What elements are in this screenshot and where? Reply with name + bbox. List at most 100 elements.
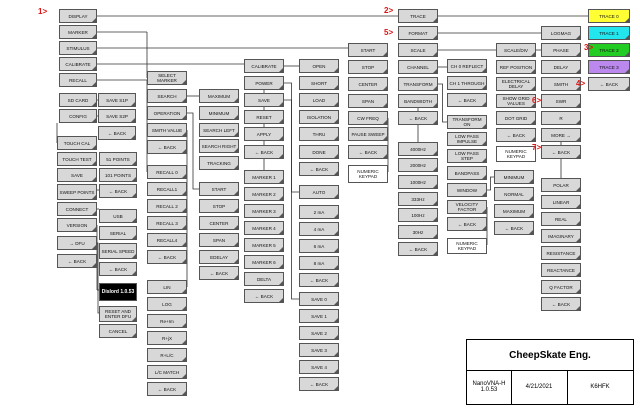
logmag-button[interactable]: LOGMAG [541, 26, 581, 40]
r-lc-button[interactable]: R+L/C [147, 348, 187, 362]
select-marker-button[interactable]: SELECT MARKER [147, 71, 187, 85]
dot-grid-button[interactable]: DOT GRID [496, 111, 536, 125]
start-op-button[interactable]: START [199, 182, 239, 196]
ref-position-button[interactable]: REF POSITION [496, 60, 536, 74]
cw-freq-button[interactable]: CW FREQ [348, 111, 388, 125]
delay-button[interactable]: DELAY [541, 60, 581, 74]
cancel-button[interactable]: CANCEL [99, 324, 137, 338]
version-button[interactable]: VERSION [57, 218, 97, 232]
search-button[interactable]: SEARCH [147, 89, 187, 103]
lc-match-button[interactable]: L/C MATCH [147, 365, 187, 379]
stop-button[interactable]: STOP [348, 60, 388, 74]
back-stim-button[interactable]: ← BACK [348, 145, 388, 159]
version-badge-button[interactable]: Dislord 1.0.53 [99, 283, 137, 301]
back-ch-button[interactable]: ← BACK [447, 93, 487, 107]
fmt-r-button[interactable]: R [541, 111, 581, 125]
ma2-button[interactable]: 2 mA [299, 205, 339, 219]
auto-button[interactable]: AUTO [299, 185, 339, 199]
back-marker-button[interactable]: ← BACK [147, 140, 187, 154]
re-im-button[interactable]: Re+Im [147, 314, 187, 328]
bw100-button[interactable]: 100Hz [398, 208, 438, 222]
more-button[interactable]: MORE → [541, 128, 581, 142]
win-norm-button[interactable]: NORMAL [494, 187, 534, 201]
real-button[interactable]: REAL [541, 212, 581, 226]
display-button[interactable]: DISPLAY [59, 9, 97, 23]
save4-button[interactable]: SAVE 4 [299, 360, 339, 374]
channel-button[interactable]: CHANNEL [398, 60, 438, 74]
ch1-through-button[interactable]: CH 1 THROUGH [447, 76, 487, 90]
back-save-button[interactable]: ← BACK [299, 377, 339, 391]
polar-button[interactable]: POLAR [541, 178, 581, 192]
center-op-button[interactable]: CENTER [199, 216, 239, 230]
smith-value-button[interactable]: SMITH VALUE [147, 123, 187, 137]
imaginary-button[interactable]: IMAGINARY [541, 229, 581, 243]
sd-card-button[interactable]: SD CARD [59, 93, 97, 107]
back-pwr-button[interactable]: ← BACK [299, 273, 339, 287]
connect-button[interactable]: CONNECT [57, 202, 97, 216]
points-101-button[interactable]: 101 POINTS [99, 168, 137, 182]
back-cal-button[interactable]: ← BACK [244, 145, 284, 159]
bw1000-button[interactable]: 1000Hz [398, 175, 438, 189]
calibrate-main-button[interactable]: CALIBRATE [59, 57, 97, 71]
show-grid-values-button[interactable]: SHOW GRID VALUES [496, 94, 536, 108]
back-pts-button[interactable]: ← BACK [99, 184, 137, 198]
back-cfg-button[interactable]: ← BACK [57, 254, 97, 268]
config-button[interactable]: CONFIG [59, 109, 97, 123]
marker4-button[interactable]: MARKER 4 [244, 221, 284, 235]
back-more-button[interactable]: ← BACK [541, 297, 581, 311]
scale-div-button[interactable]: SCALE/DIV [496, 43, 536, 57]
reset-dfu-button[interactable]: RESET AND ENTER DFU [99, 306, 137, 322]
format-button[interactable]: FORMAT [398, 26, 438, 40]
pause-sweep-button[interactable]: PAUSE SWEEP [348, 127, 388, 141]
win-max-button[interactable]: MAXIMUM [494, 204, 534, 218]
maximum-button[interactable]: MAXIMUM [199, 89, 239, 103]
start-button[interactable]: START [348, 43, 388, 57]
back-tr-button[interactable]: ← BACK [447, 217, 487, 231]
tracking-button[interactable]: TRACKING [199, 156, 239, 170]
back-calstd-button[interactable]: ← BACK [299, 162, 339, 176]
touch-test-button[interactable]: TOUCH TEST [57, 152, 97, 166]
back-disp-button[interactable]: ← BACK [398, 111, 438, 125]
ch0-reflect-button[interactable]: CH 0 REFLECT [447, 59, 487, 73]
serial-button[interactable]: SERIAL [99, 226, 137, 240]
transform-button[interactable]: TRANSFORM [398, 77, 438, 91]
bandwidth-button[interactable]: BANDWIDTH [398, 94, 438, 108]
bw2000-button[interactable]: 2000Hz [398, 158, 438, 172]
back-op-button[interactable]: ← BACK [199, 266, 239, 280]
touch-cal-button[interactable]: TOUCH CAL [57, 136, 97, 150]
save-cal-button[interactable]: SAVE [244, 93, 284, 107]
sweep-points-button[interactable]: SWEEP POINTS [57, 184, 97, 200]
numeric-keypad-stim-button[interactable]: NUMERIC KEYPAD [348, 165, 388, 183]
isolation-button[interactable]: ISOLATION [299, 110, 339, 124]
lin-button[interactable]: LIN [147, 280, 187, 294]
back-win-button[interactable]: ← BACK [494, 221, 534, 235]
r-jx-button[interactable]: R+jX [147, 331, 187, 345]
calibrate-button[interactable]: CALIBRATE [244, 59, 284, 73]
usb-button[interactable]: USB [99, 209, 137, 223]
log-button[interactable]: LOG [147, 297, 187, 311]
power-button[interactable]: POWER [244, 76, 284, 90]
save-s2p-button[interactable]: SAVE S2P [98, 109, 136, 123]
marker-button[interactable]: MARKER [59, 25, 97, 39]
stimulus-button[interactable]: STIMULUS [59, 41, 97, 55]
q-factor-button[interactable]: Q FACTOR [541, 280, 581, 294]
linear-button[interactable]: LINEAR [541, 195, 581, 209]
apply-button[interactable]: APPLY [244, 127, 284, 141]
recall1-button[interactable]: RECALL1 [147, 182, 187, 196]
resistance-button[interactable]: RESISTANCE [541, 246, 581, 260]
operation-button[interactable]: OPERATION [147, 106, 187, 120]
bw30-button[interactable]: 30Hz [398, 225, 438, 239]
save0-button[interactable]: SAVE 0 [299, 292, 339, 306]
marker5-button[interactable]: MARKER 5 [244, 238, 284, 252]
window-button[interactable]: WINDOW [447, 183, 487, 197]
phase-button[interactable]: PHASE [541, 43, 581, 57]
back-recall-button[interactable]: ← BACK [147, 250, 187, 264]
span-op-button[interactable]: SPAN [199, 233, 239, 247]
recall0-button[interactable]: RECALL 0 [147, 165, 187, 179]
trace2-button[interactable]: TRACE 2 [588, 43, 630, 57]
recall-button[interactable]: RECALL [59, 73, 97, 87]
win-min-button[interactable]: MINIMUM [494, 170, 534, 184]
marker1-button[interactable]: MARKER 1 [244, 170, 284, 184]
search-left-button[interactable]: SEARCH LEFT [199, 123, 239, 137]
span-button[interactable]: SPAN [348, 94, 388, 108]
